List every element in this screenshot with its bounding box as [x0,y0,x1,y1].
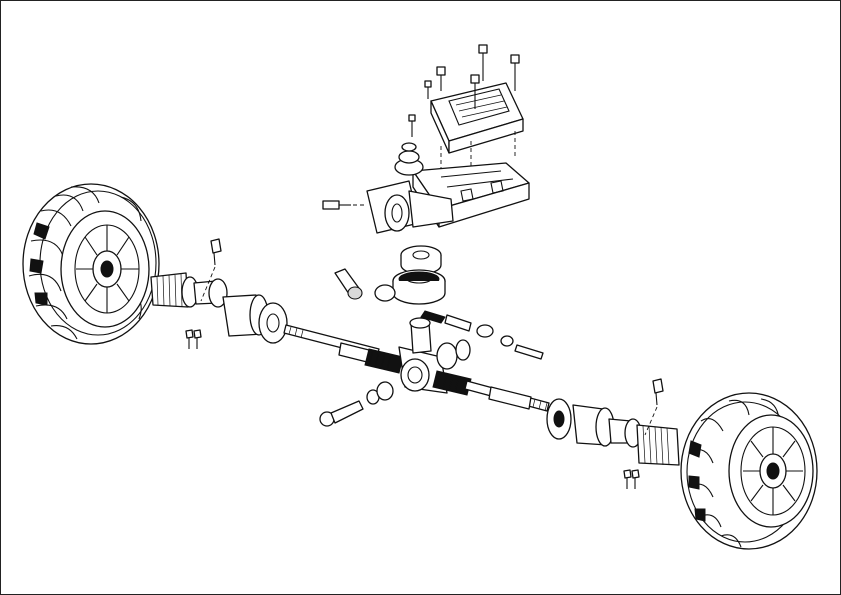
tie-rod-end-right [420,310,544,360]
left-rim [60,210,150,328]
bearing-ring [392,269,446,305]
left-axle-shaft [283,324,380,364]
rack-bellows-left [364,348,404,374]
pillow-block-bearing [366,142,454,234]
rack-bellows-right [432,370,472,396]
right-hub-screw [644,378,664,436]
right-lower-screws [623,469,640,489]
right-hub-assembly [546,398,680,466]
left-wheel [22,183,160,345]
tie-rod-end-left [334,268,396,302]
lower-washers [366,381,394,405]
lower-bolt [319,400,364,427]
right-rim [728,414,814,528]
mount-screws-top [408,44,520,176]
left-hub-assembly [150,272,288,344]
left-lower-screws [185,329,202,349]
steering-rack-housing [398,317,471,394]
right-wheel [680,392,818,550]
left-hub-screw [200,238,222,302]
right-axle-shaft [464,380,550,412]
mount-bolt [322,200,367,210]
spacer-ring [400,245,442,275]
mount-cover-plate [430,82,524,154]
